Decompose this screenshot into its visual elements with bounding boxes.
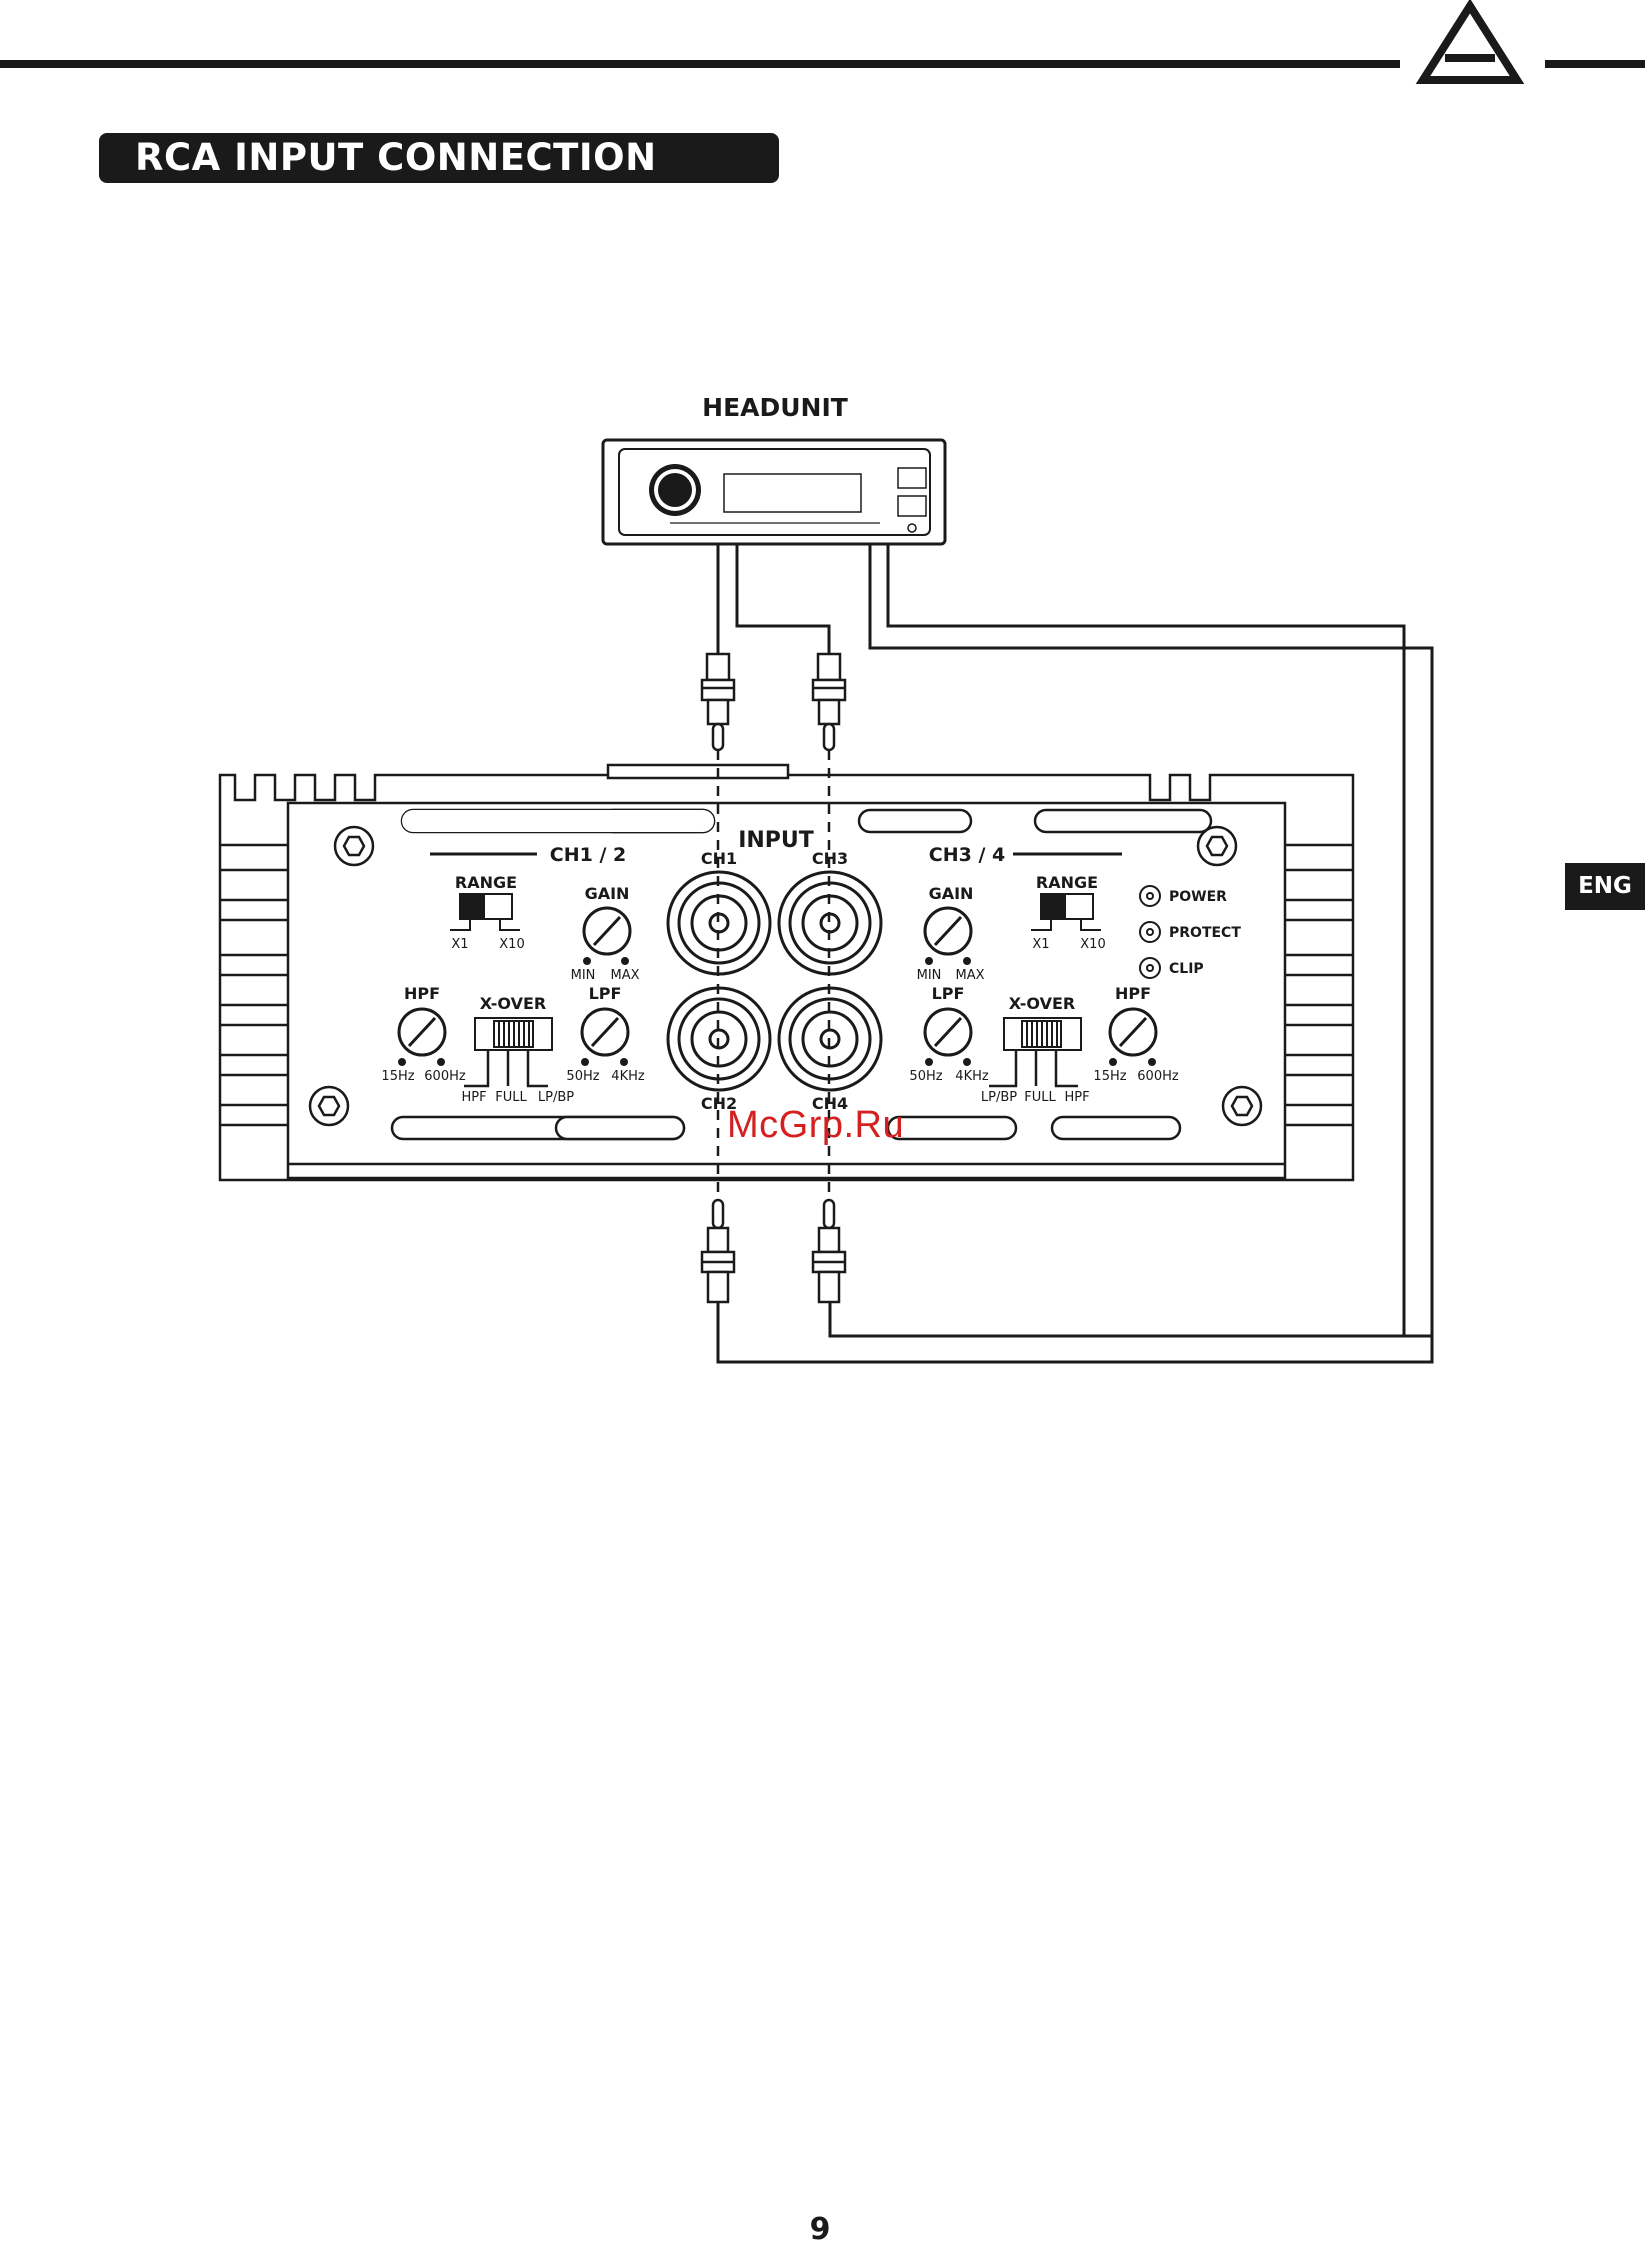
hpf-label-right: HPF (1115, 984, 1151, 1003)
xover-right-full: FULL (1024, 1090, 1056, 1105)
hpf-label-left: HPF (404, 984, 440, 1003)
xover-right-lpbp: LP/BP (981, 1090, 1017, 1105)
xover-left-full: FULL (495, 1090, 527, 1105)
range-x10-right: X10 (1080, 937, 1105, 952)
group-label-ch12: CH1 / 2 (550, 844, 626, 866)
lpf-4khz-left: 4KHz (611, 1069, 645, 1084)
group-label-ch34: CH3 / 4 (929, 844, 1005, 866)
headunit-label: HEADUNIT (702, 393, 848, 422)
xover-left-hpf: HPF (461, 1090, 486, 1105)
hpf-600hz-left: 600Hz (424, 1069, 466, 1084)
xover-left-lpbp: LP/BP (538, 1090, 574, 1105)
page-number: 9 (780, 2212, 860, 2247)
gain-max-left: MAX (610, 968, 639, 983)
led-clip-label: CLIP (1169, 961, 1204, 977)
led-indicators (1140, 886, 1160, 978)
hpf-600hz-right: 600Hz (1137, 1069, 1179, 1084)
lpf-50hz-left: 50Hz (566, 1069, 599, 1084)
xover-right-hpf: HPF (1064, 1090, 1089, 1105)
led-protect-label: PROTECT (1169, 925, 1241, 941)
led-power-label: POWER (1169, 889, 1227, 905)
gain-min-right: MIN (917, 968, 942, 983)
range-x1-right: X1 (1032, 937, 1049, 952)
lpf-50hz-right: 50Hz (909, 1069, 942, 1084)
range-x10-left: X10 (499, 937, 524, 952)
gain-max-right: MAX (955, 968, 984, 983)
rca-plug-top-left (702, 654, 734, 750)
input-label: INPUT (738, 828, 814, 853)
rca-plug-bottom-right (813, 1200, 845, 1302)
range-label-left: RANGE (455, 873, 517, 892)
lpf-4khz-right: 4KHz (955, 1069, 989, 1084)
hpf-15hz-right: 15Hz (1093, 1069, 1126, 1084)
hpf-15hz-left: 15Hz (381, 1069, 414, 1084)
lpf-label-left: LPF (589, 984, 622, 1003)
xover-label-right: X-OVER (1009, 994, 1075, 1013)
gain-label-right: GAIN (929, 884, 974, 903)
watermark-text: McGrp.Ru (727, 1104, 904, 1147)
lpf-label-right: LPF (932, 984, 965, 1003)
xover-label-left: X-OVER (480, 994, 546, 1013)
headunit-device (603, 440, 945, 544)
gain-min-left: MIN (571, 968, 596, 983)
rca-plug-bottom-left (702, 1200, 734, 1302)
range-x1-left: X1 (451, 937, 468, 952)
rca-plug-top-right (813, 654, 845, 750)
gain-label-left: GAIN (585, 884, 630, 903)
range-label-right: RANGE (1036, 873, 1098, 892)
